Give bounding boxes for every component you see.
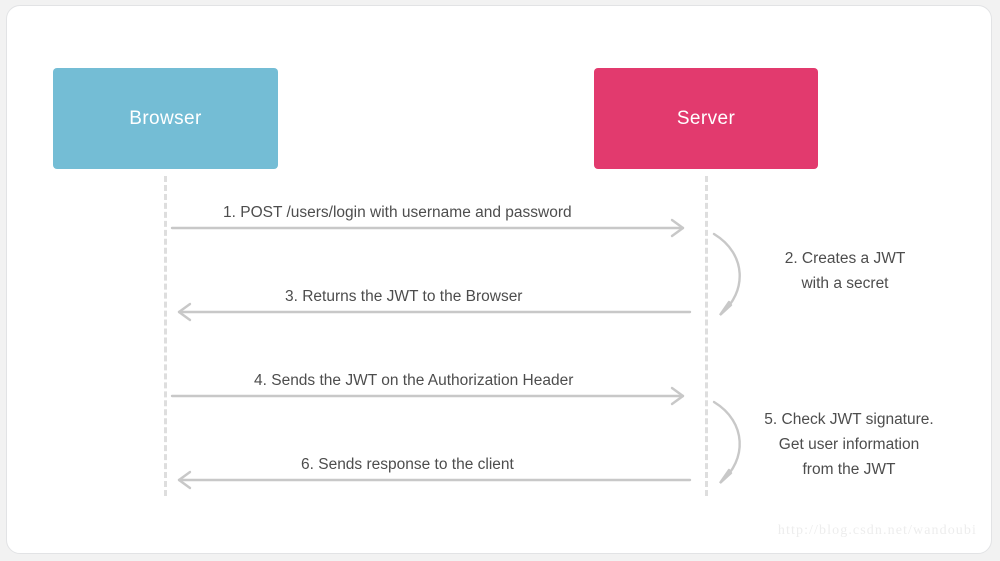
- watermark: http://blog.csdn.net/wandoubi: [777, 523, 977, 538]
- arrow-self-action-2: [712, 232, 741, 316]
- flow-arrows: [170, 218, 741, 490]
- arrow-message-3: [177, 302, 692, 322]
- arrow-message-6: [177, 470, 692, 490]
- lifeline-browser: [164, 176, 167, 496]
- note-line: with a secret: [801, 275, 889, 293]
- message-label-3: 3. Returns the JWT to the Browser: [285, 288, 523, 305]
- arrow-self-action-5: [712, 400, 741, 484]
- note-self-action-5: 5. Check JWT signature. Get user informa…: [745, 407, 953, 482]
- lifeline-server: [705, 176, 708, 496]
- arrow-message-1: [170, 218, 685, 238]
- actor-box-browser: Browser: [53, 68, 278, 169]
- actor-label-server: Server: [676, 107, 736, 129]
- note-line: 2. Creates a JWT: [784, 250, 906, 267]
- actor-box-server: Server: [594, 68, 818, 169]
- actor-label-browser: Browser: [129, 107, 202, 129]
- message-label-1: 1. POST /users/login with username and p…: [223, 204, 572, 221]
- note-line: Get user information: [778, 436, 920, 454]
- note-line: from the JWT: [802, 461, 896, 479]
- message-label-6: 6. Sends response to the client: [301, 456, 514, 473]
- message-label-4: 4. Sends the JWT on the Authorization He…: [254, 372, 574, 389]
- note-line: 5. Check JWT signature.: [764, 411, 934, 428]
- note-self-action-2: 2. Creates a JWT with a secret: [745, 246, 945, 296]
- diagram-card: Browser Server: [6, 5, 992, 554]
- arrow-message-4: [170, 386, 685, 406]
